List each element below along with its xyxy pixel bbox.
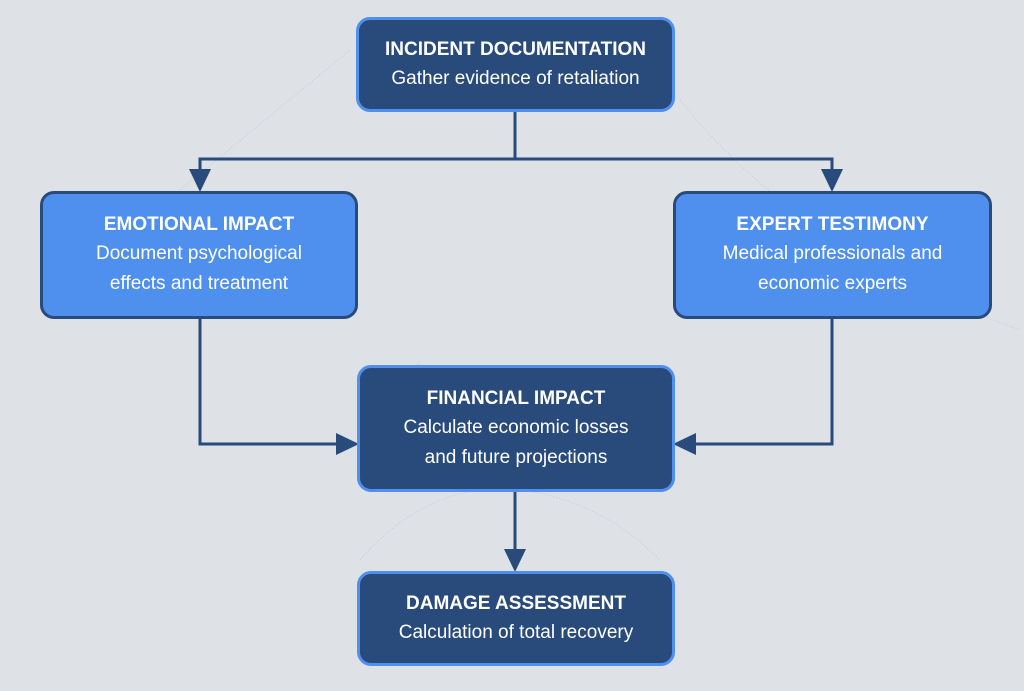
- node-title: DAMAGE ASSESSMENT: [406, 592, 626, 614]
- edge-expert-to-financial: [692, 318, 834, 446]
- edge-to-emotional: [198, 157, 515, 172]
- node-financial-impact: FINANCIAL IMPACT Calculate economic loss…: [357, 365, 675, 492]
- node-description-line: Medical professionals and: [722, 243, 943, 264]
- node-title: EXPERT TESTIMONY: [736, 214, 929, 235]
- arrowhead-emotional: [189, 169, 211, 192]
- arrowhead-expert: [821, 169, 843, 192]
- node-description-line: Calculate economic losses: [403, 416, 629, 438]
- arrowhead-financial-left: [336, 433, 359, 455]
- node-description-line: effects and treatment: [109, 273, 289, 294]
- node-title: FINANCIAL IMPACT: [426, 387, 606, 409]
- node-description-line: and future projections: [424, 446, 608, 468]
- node-damage-assessment: DAMAGE ASSESSMENT Calculation of total r…: [357, 571, 675, 666]
- node-incident-documentation: INCIDENT DOCUMENTATION Gather evidence o…: [356, 17, 675, 112]
- node-description: Gather evidence of retaliation: [391, 67, 640, 89]
- node-description-line: economic experts: [758, 273, 907, 294]
- arrowhead-financial-right: [673, 433, 696, 455]
- node-expert-testimony: EXPERT TESTIMONY Medical professionals a…: [673, 191, 992, 319]
- node-description: Calculation of total recovery: [398, 621, 634, 643]
- node-title: INCIDENT DOCUMENTATION: [384, 38, 647, 60]
- arrowhead-damage: [504, 549, 526, 572]
- node-emotional-impact: EMOTIONAL IMPACT Document psychological …: [40, 191, 358, 319]
- node-title: EMOTIONAL IMPACT: [103, 214, 295, 235]
- edge-emotional-to-financial: [198, 318, 340, 446]
- node-description-line: Document psychological: [96, 243, 302, 264]
- edge-to-expert: [515, 157, 834, 172]
